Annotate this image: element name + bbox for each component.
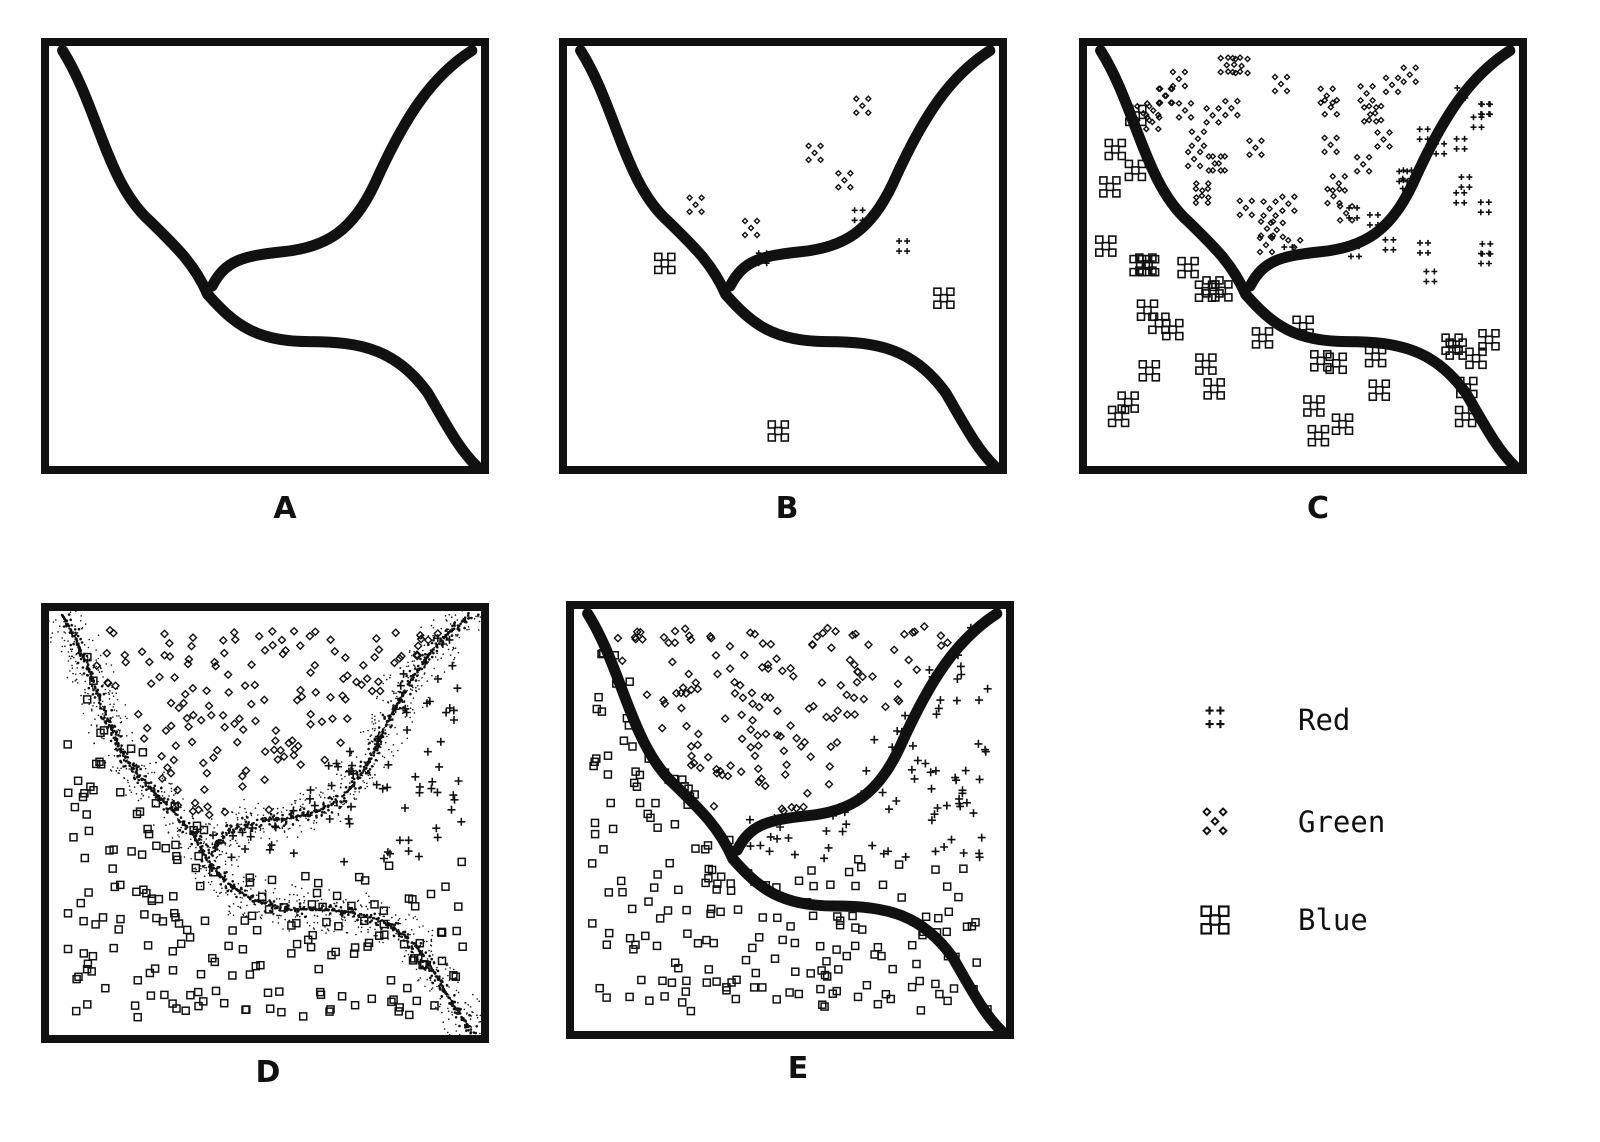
boundary-line [731,608,1003,856]
boundary-line [1244,45,1516,292]
panel-label: D [256,1055,281,1090]
legend-label: Red [1298,703,1350,737]
boundary-line [1095,45,1252,301]
square-cluster-icon [1200,905,1230,935]
boundary-line [1240,289,1520,472]
boundary-line [575,45,732,301]
panel-c: C [1079,38,1527,526]
panel-label: E [788,1051,809,1086]
panel-b: B [559,38,1007,526]
plus-cluster-icon [1204,705,1226,730]
panel-d: D [41,603,489,1090]
panel-label: C [1307,491,1329,526]
panel-label: A [273,491,297,526]
legend-item-green: Green [1202,805,1385,839]
diamond-cluster-icon [1202,807,1228,836]
panel-label: B [776,491,799,526]
boundary-line [202,289,482,472]
legend-label: Green [1298,805,1385,839]
boundary-line [206,45,478,292]
panel-e: E [566,601,1014,1086]
boundary-line [727,853,1007,1037]
boundary-line [582,608,739,865]
legend-label: Blue [1298,903,1368,937]
legend-item-red: Red [1204,703,1350,737]
boundary-line [720,289,1000,472]
panel-a: A [41,38,489,526]
boundary-line [724,45,996,292]
legend-item-blue: Blue [1200,903,1368,937]
boundary-line [57,45,214,301]
panel-frame [41,603,489,1043]
